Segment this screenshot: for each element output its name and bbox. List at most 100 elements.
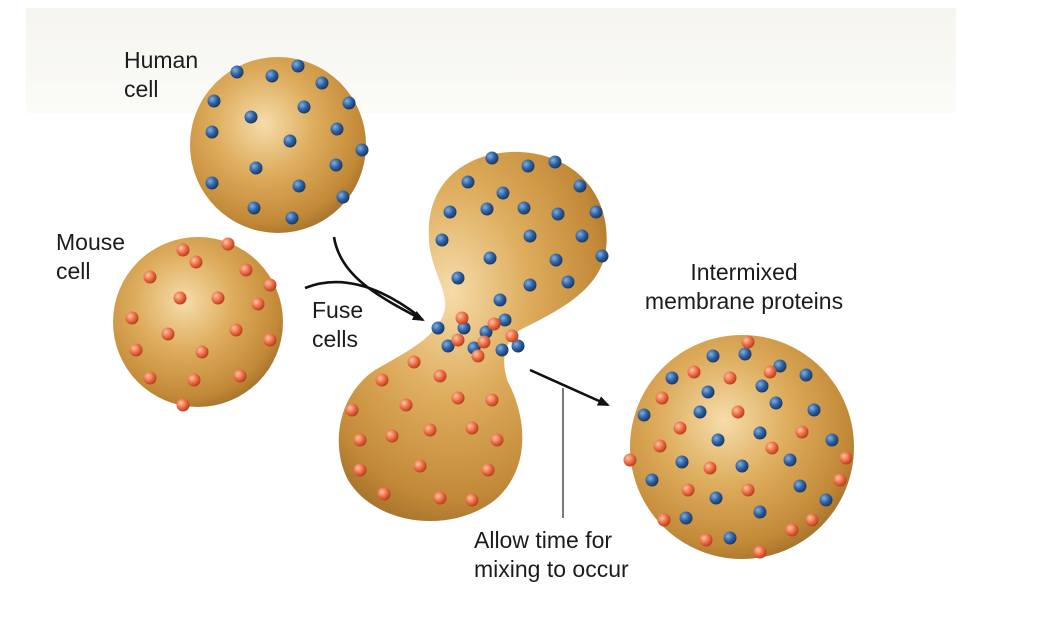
fuse-cells-label: Fuse cells <box>312 297 364 352</box>
human-protein <box>573 179 587 193</box>
human-protein <box>723 531 737 545</box>
human-protein <box>523 278 537 292</box>
human-protein <box>480 202 494 216</box>
mixed-cell <box>623 335 854 559</box>
mouse-protein <box>655 391 669 405</box>
mouse-protein <box>763 365 777 379</box>
human-protein <box>595 249 609 263</box>
mouse-protein <box>263 333 277 347</box>
human-protein <box>336 190 350 204</box>
human-protein <box>709 491 723 505</box>
human-protein <box>645 473 659 487</box>
human-protein <box>819 493 833 507</box>
human-protein <box>706 349 720 363</box>
mouse-protein <box>485 393 499 407</box>
mouse-protein <box>251 297 265 311</box>
human-protein <box>230 65 244 79</box>
mouse-protein <box>353 463 367 477</box>
mouse-protein <box>785 523 799 537</box>
human-cell-proteins <box>205 59 369 225</box>
human-protein <box>675 455 689 469</box>
mouse-protein <box>399 398 413 412</box>
human-protein <box>485 151 499 165</box>
mixed-cell-proteins <box>623 335 853 559</box>
mouse-protein <box>481 463 495 477</box>
mouse-protein <box>345 403 359 417</box>
mouse-protein <box>703 461 717 475</box>
human-protein <box>735 459 749 473</box>
human-protein <box>665 371 679 385</box>
mouse-protein <box>375 373 389 387</box>
mouse-protein <box>143 270 157 284</box>
human-protein <box>495 343 509 357</box>
human-protein <box>443 205 457 219</box>
human-protein <box>342 96 356 110</box>
human-protein <box>755 379 769 393</box>
mouse-protein <box>653 439 667 453</box>
mouse-protein <box>699 533 713 547</box>
mouse-protein <box>189 255 203 269</box>
human-protein <box>825 433 839 447</box>
mouse-protein <box>833 473 847 487</box>
mouse-protein <box>471 349 485 363</box>
mouse-cell <box>113 237 283 412</box>
mouse-protein <box>125 311 139 325</box>
background-band <box>26 8 956 113</box>
human-protein <box>738 347 752 361</box>
human-protein <box>330 122 344 136</box>
human-protein <box>297 100 311 114</box>
human-protein <box>249 161 263 175</box>
human-protein <box>431 321 445 335</box>
mouse-protein <box>263 278 277 292</box>
mouse-protein <box>176 398 190 412</box>
human-protein <box>693 405 707 419</box>
human-protein <box>244 110 258 124</box>
human-protein <box>517 201 531 215</box>
mouse-protein <box>433 491 447 505</box>
mouse-protein <box>407 355 421 369</box>
mouse-protein <box>451 391 465 405</box>
human-protein <box>483 251 497 265</box>
human-protein <box>711 433 725 447</box>
human-protein <box>521 159 535 173</box>
mouse-protein <box>741 483 755 497</box>
mouse-protein <box>795 425 809 439</box>
mouse-protein <box>765 441 779 455</box>
human-protein <box>769 396 783 410</box>
fuse-arrow-from-human <box>332 236 425 322</box>
human-cell <box>190 57 369 233</box>
fusing-cell-proteins <box>345 151 609 507</box>
human-protein <box>205 176 219 190</box>
human-protein <box>561 275 575 289</box>
human-protein <box>207 94 221 108</box>
mouse-protein <box>433 369 447 383</box>
human-protein <box>548 155 562 169</box>
mouse-protein <box>233 369 247 383</box>
human-protein <box>441 339 455 353</box>
mouse-protein <box>741 335 755 349</box>
human-protein <box>315 76 329 90</box>
mouse-cell-label: Mouse cell <box>56 229 126 284</box>
mouse-protein <box>687 365 701 379</box>
human-protein <box>479 325 493 339</box>
mouse-protein <box>465 421 479 435</box>
human-protein <box>637 408 651 422</box>
human-protein <box>549 253 563 267</box>
mouse-protein <box>195 345 209 359</box>
human-protein <box>523 229 537 243</box>
mouse-protein <box>805 513 819 527</box>
human-protein <box>551 207 565 221</box>
mouse-protein <box>423 423 437 437</box>
human-protein <box>265 69 279 83</box>
human-protein <box>807 403 821 417</box>
fuse-arrow-from-mouse <box>304 280 421 319</box>
allow-time-label: Allow time for mixing to occur <box>474 527 629 582</box>
human-protein <box>575 229 589 243</box>
human-protein <box>292 179 306 193</box>
mouse-protein <box>161 327 175 341</box>
human-protein <box>291 59 305 73</box>
mouse-protein <box>465 493 479 507</box>
mouse-cell-proteins <box>125 237 277 412</box>
mouse-protein <box>129 343 143 357</box>
